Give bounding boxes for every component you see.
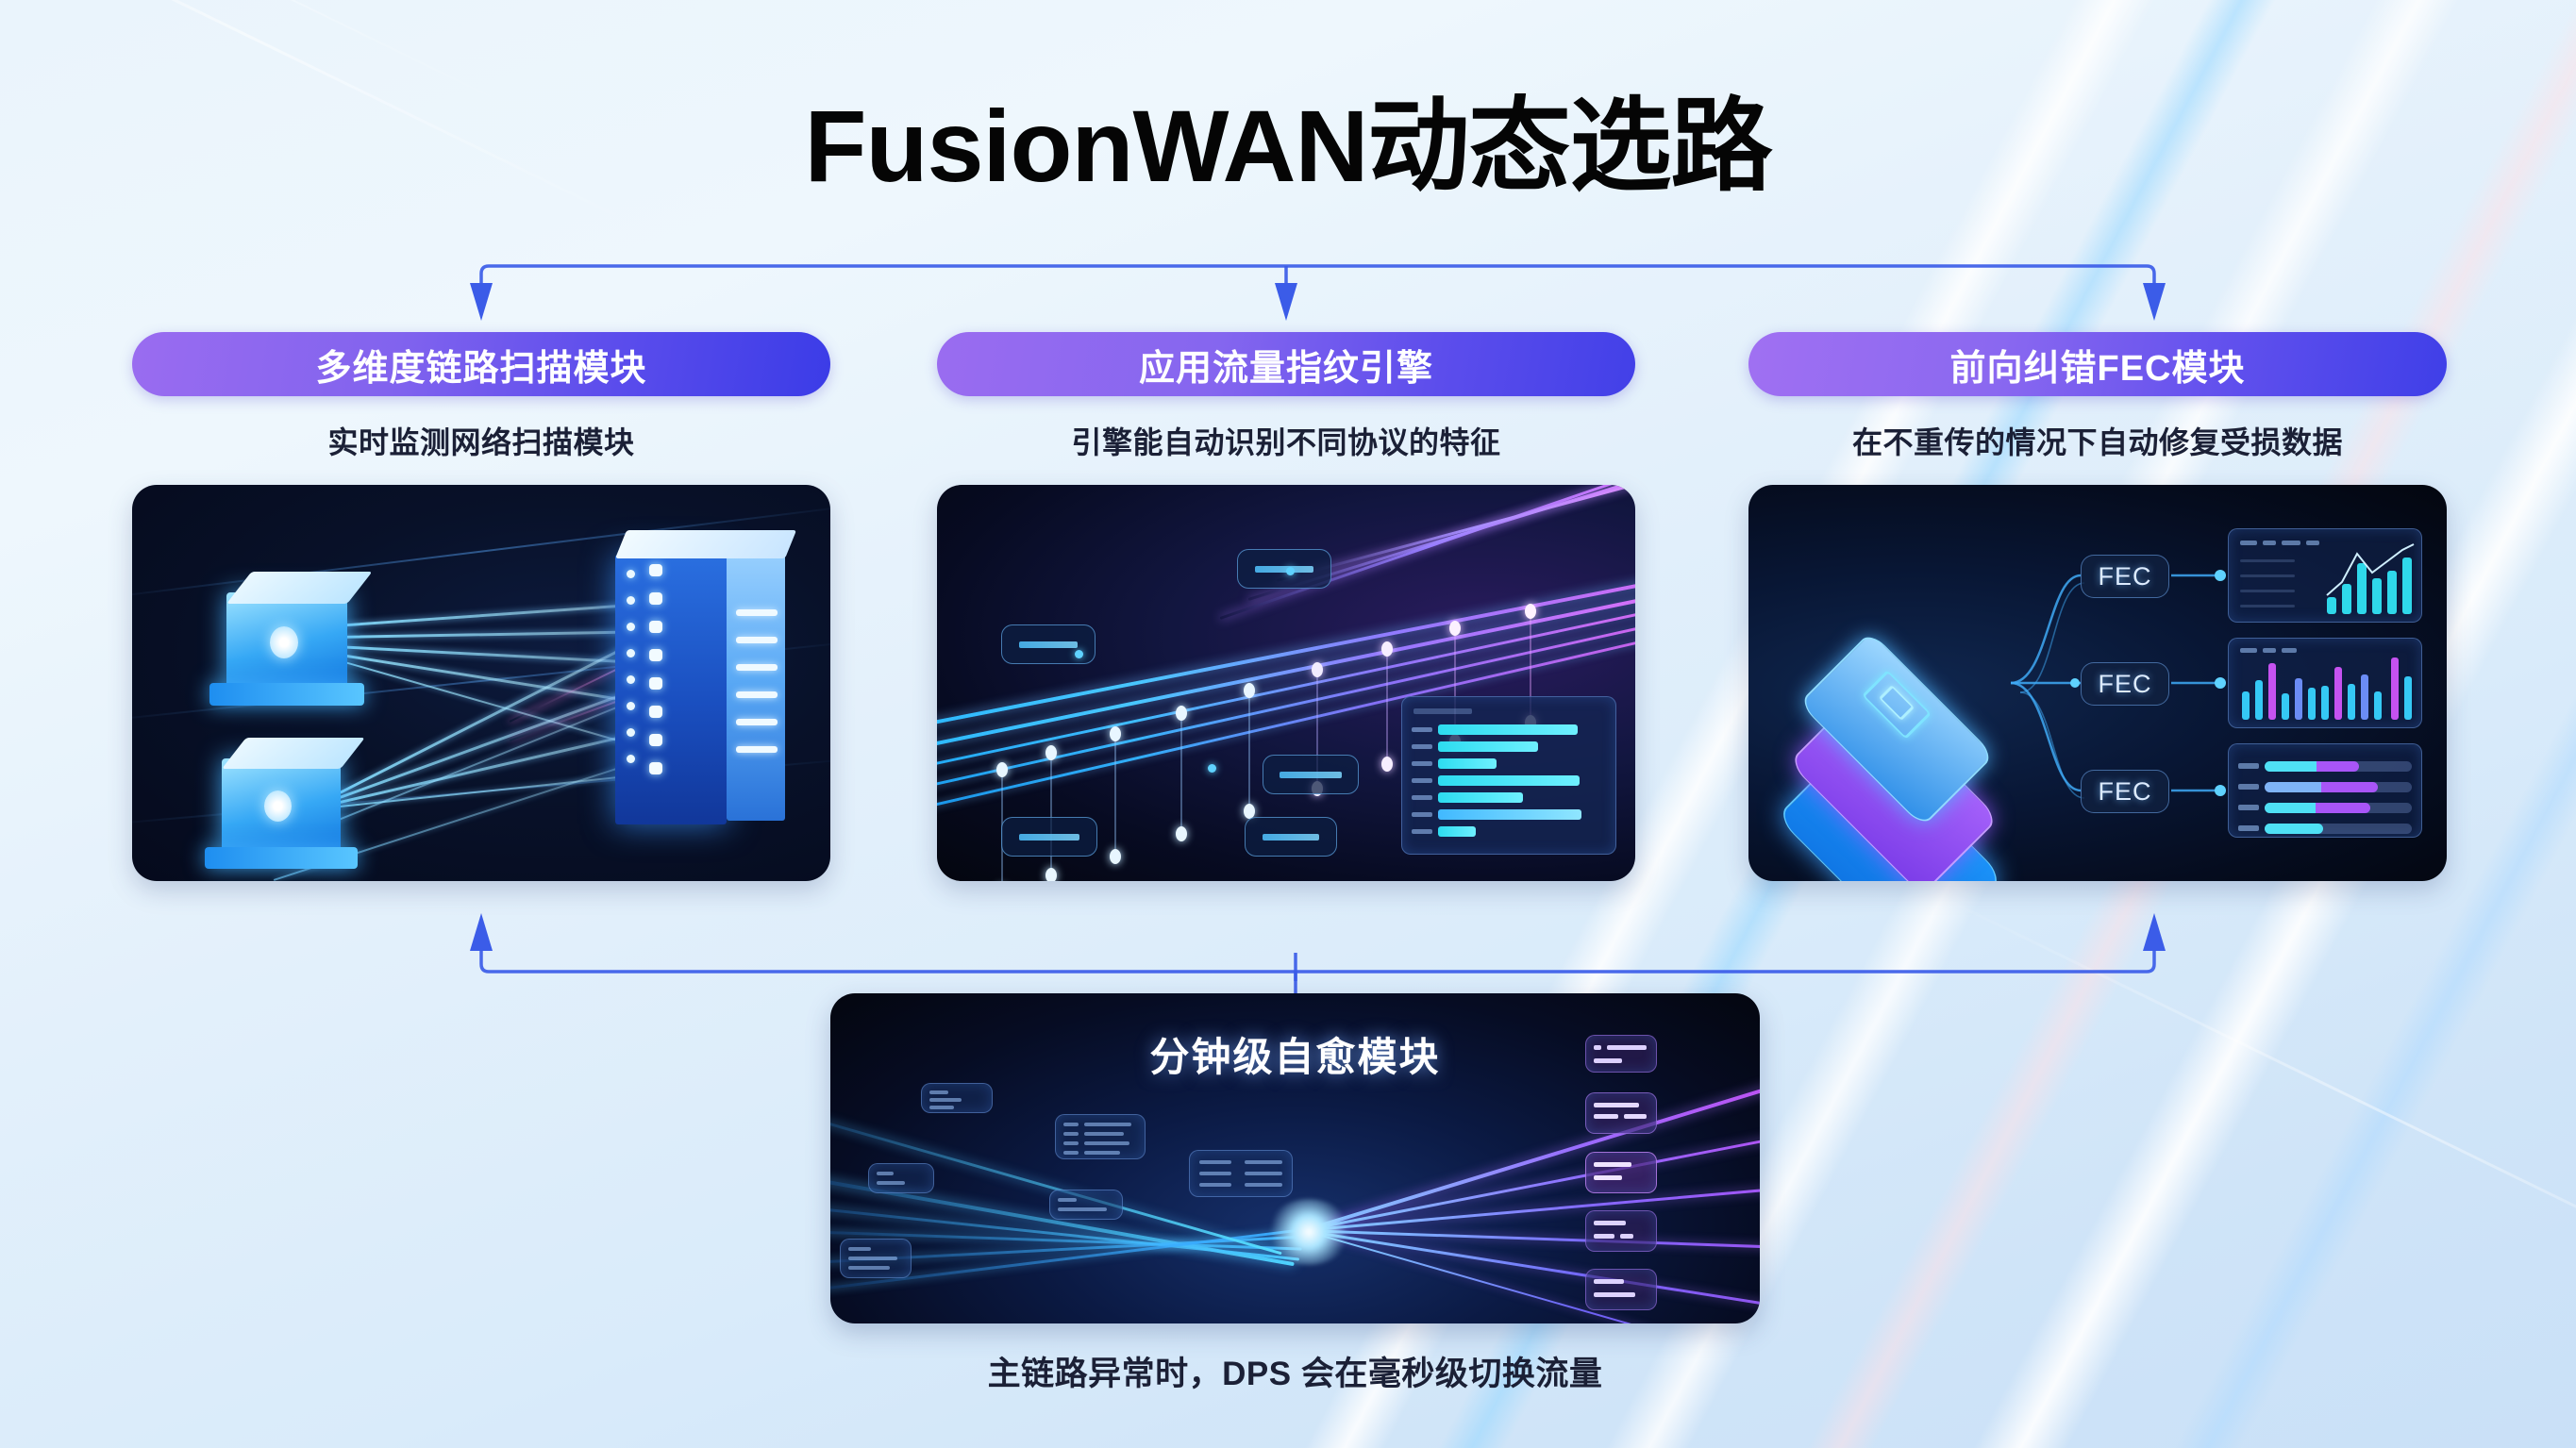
fec-node: FEC — [2081, 662, 2169, 706]
data-card — [1189, 1150, 1293, 1197]
callout-chip — [1001, 817, 1097, 857]
page-title: FusionWAN动态选路 — [804, 89, 1773, 203]
module-title-traffic-fingerprint: 应用流量指纹引擎 — [937, 332, 1635, 396]
data-card — [840, 1239, 912, 1278]
module-title-self-healing: 分钟级自愈模块 — [1149, 1035, 1441, 1079]
module-card-self-healing[interactable]: 分钟级自愈模块 — [830, 993, 1760, 1323]
data-card — [1585, 1210, 1657, 1252]
module-subtitle-fec: 在不重传的情况下自动修复受损数据 — [1851, 425, 2343, 459]
fec-chart-panel-bars — [2228, 638, 2422, 728]
module-card-traffic-fingerprint[interactable]: 应用流量指纹引擎 引擎能自动识别不同协议的特征 — [937, 332, 1635, 881]
data-card — [1049, 1190, 1123, 1220]
fec-node-label: FEC — [2098, 776, 2152, 806]
fec-node: FEC — [2081, 555, 2169, 598]
data-card — [1055, 1114, 1146, 1159]
data-card — [1585, 1152, 1657, 1193]
module-illustration-traffic-fingerprint — [937, 485, 1635, 881]
module-title-fec: 前向纠错FEC模块 — [1748, 332, 2447, 396]
data-card — [868, 1163, 934, 1193]
fec-chart-panel-line — [2228, 528, 2422, 623]
fec-progress-panel — [2228, 743, 2422, 838]
arrow-down-icon — [1275, 283, 1297, 321]
arrow-down-icon — [470, 283, 493, 321]
module-subtitle-link-scan: 实时监测网络扫描模块 — [327, 425, 635, 459]
module-illustration-fec: FEC FEC FEC — [1748, 485, 2447, 881]
data-card — [1585, 1269, 1657, 1310]
arrow-up-icon — [2143, 913, 2166, 951]
callout-chip — [1001, 624, 1096, 664]
background-streak — [1920, 886, 2576, 1343]
module-illustration-link-scan — [132, 485, 830, 881]
module-title-link-scan: 多维度链路扫描模块 — [132, 332, 830, 396]
module-subtitle-traffic-fingerprint: 引擎能自动识别不同协议的特征 — [1071, 425, 1501, 459]
callout-chip — [1263, 755, 1359, 794]
data-card — [1585, 1092, 1657, 1134]
module-card-fec[interactable]: 前向纠错FEC模块 在不重传的情况下自动修复受损数据 — [1748, 332, 2447, 881]
fec-node-label: FEC — [2098, 669, 2152, 698]
module-caption-self-healing: 主链路异常时，DPS 会在毫秒级切换流量 — [987, 1356, 1603, 1392]
fec-connectors — [2010, 570, 2226, 799]
data-card — [1585, 1035, 1657, 1073]
arrow-down-icon — [2143, 283, 2166, 321]
callout-chip — [1245, 817, 1337, 857]
data-card — [921, 1083, 993, 1113]
callout-chip — [1237, 549, 1331, 589]
arrow-up-icon — [470, 913, 493, 951]
fec-node-label: FEC — [2098, 561, 2152, 591]
bar-chart-panel — [1401, 696, 1616, 855]
module-card-link-scan[interactable]: 多维度链路扫描模块 实时监测网络扫描模块 — [132, 332, 830, 881]
fec-node: FEC — [2081, 770, 2169, 813]
